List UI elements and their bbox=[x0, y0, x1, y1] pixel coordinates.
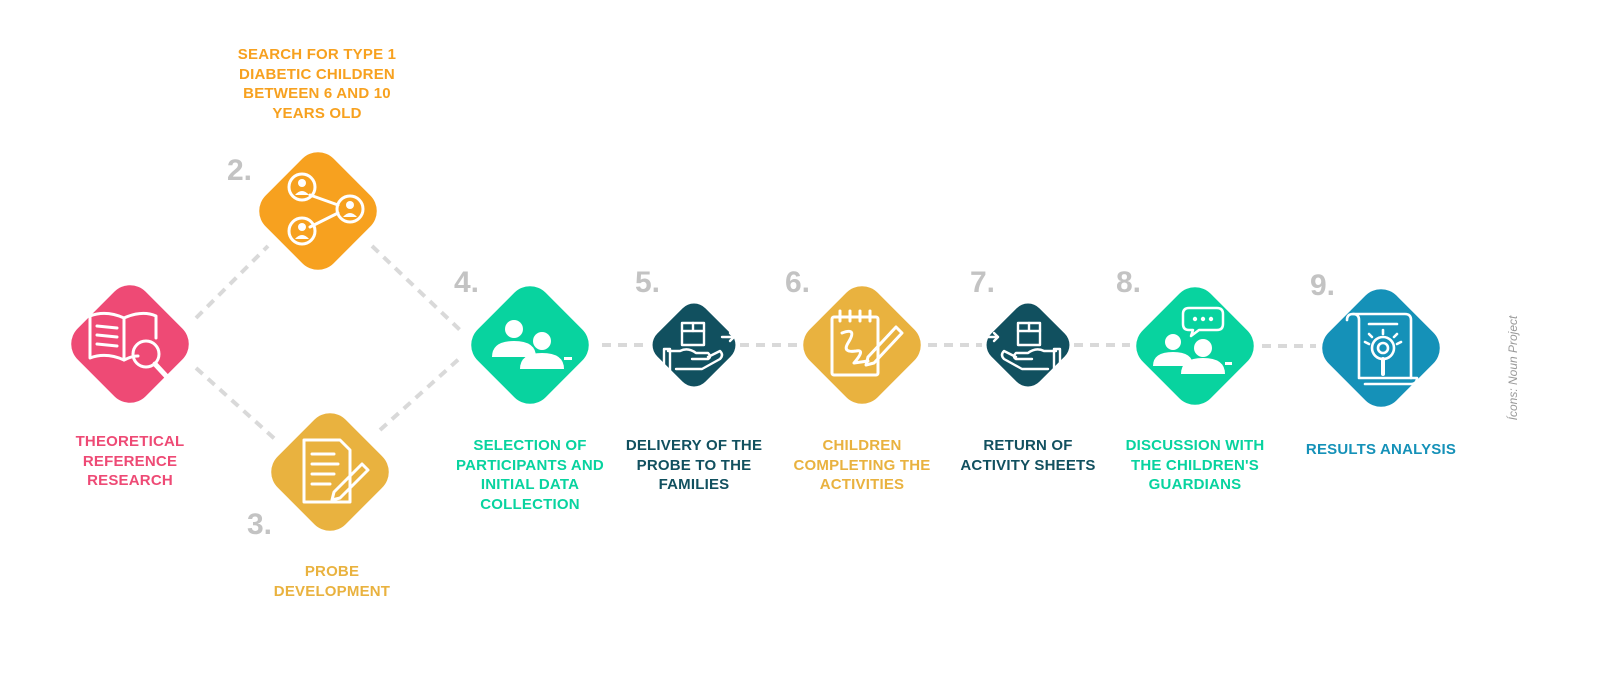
step-9-number: 9. bbox=[1310, 269, 1336, 302]
step-2-label: SEARCH FOR TYPE 1 DIABETIC CHILDREN BETW… bbox=[237, 46, 397, 122]
scroll-magnifier-icon bbox=[1345, 312, 1419, 386]
step-5-label: DELIVERY OF THE PROBE TO THE FAMILIES bbox=[625, 437, 763, 493]
step-4-label: SELECTION OF PARTICIPANTS AND INITIAL DA… bbox=[456, 437, 604, 513]
hand-box-out-icon bbox=[662, 321, 736, 373]
step-2-diamond bbox=[259, 152, 377, 270]
step-6-number: 6. bbox=[785, 266, 811, 299]
people-chat-icon bbox=[1153, 306, 1232, 374]
step-6-diamond bbox=[803, 286, 921, 404]
step-1-label: THEORETICAL REFERENCE RESEARCH bbox=[75, 433, 185, 489]
step-7-label: RETURN OF ACTIVITY SHEETS bbox=[960, 437, 1096, 474]
connected-users-icon bbox=[287, 172, 365, 246]
two-people-icon bbox=[492, 320, 572, 369]
step-6-label: CHILDREN COMPLETING THE ACTIVITIES bbox=[793, 437, 931, 493]
hand-box-in-icon bbox=[984, 321, 1062, 373]
step-5-number: 5. bbox=[635, 266, 661, 299]
step-2-number: 2. bbox=[227, 154, 253, 187]
book-magnifier-icon bbox=[88, 311, 171, 381]
step-8-number: 8. bbox=[1116, 266, 1142, 299]
connectors bbox=[194, 244, 1316, 442]
step-8-label: DISCUSSION WITH THE CHILDREN'S GUARDIANS bbox=[1125, 437, 1265, 493]
step-3-label: PROBE DEVELOPMENT bbox=[273, 563, 391, 600]
document-pen-icon bbox=[302, 438, 370, 504]
connector-1-3 bbox=[194, 366, 278, 442]
notepad-pen-icon bbox=[830, 309, 904, 377]
connector-1-2 bbox=[194, 244, 270, 320]
step-1-diamond bbox=[71, 285, 189, 403]
icon-credit: Ícons: Noun Project bbox=[1506, 315, 1520, 421]
step-3-diamond bbox=[271, 413, 389, 531]
step-4-number: 4. bbox=[454, 266, 480, 299]
step-7-number: 7. bbox=[970, 266, 996, 299]
connector-3-4 bbox=[378, 356, 462, 432]
step-9-label: RESULTS ANALYSIS bbox=[1305, 441, 1457, 458]
step-3-number: 3. bbox=[247, 508, 273, 541]
connector-2-4 bbox=[370, 244, 462, 332]
